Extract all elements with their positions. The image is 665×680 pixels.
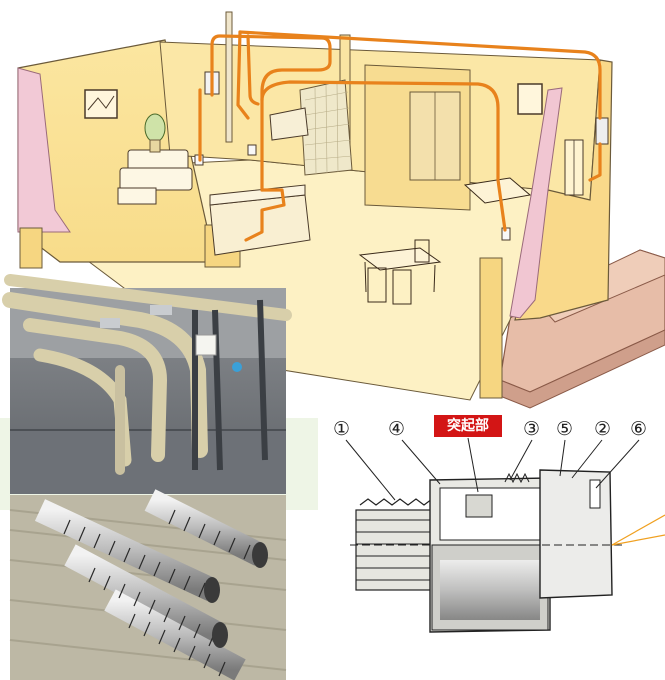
part-number-2: ② bbox=[594, 418, 612, 440]
right-wall-pink-edge bbox=[509, 87, 563, 319]
vent-pipe bbox=[225, 11, 233, 143]
plant bbox=[144, 113, 166, 153]
sofa bbox=[117, 149, 193, 205]
low-table bbox=[463, 177, 532, 204]
piping-installation-photo bbox=[2, 274, 292, 494]
left-wall-pink-edge bbox=[17, 67, 71, 233]
center-pillar bbox=[479, 257, 503, 399]
dining-table bbox=[358, 239, 442, 305]
house-cutaway bbox=[0, 11, 665, 510]
part-number-3: ③ bbox=[523, 418, 541, 440]
gas-meter bbox=[595, 117, 609, 145]
wall-outlet-2 bbox=[247, 144, 257, 156]
flexible-tube-photo bbox=[9, 489, 287, 680]
fitting-cross-section bbox=[345, 437, 665, 633]
part-number-4: ④ bbox=[388, 418, 406, 440]
part-number-1: ① bbox=[333, 418, 351, 440]
picture-frame-left bbox=[84, 89, 118, 119]
picture-frame-right bbox=[517, 83, 543, 115]
protrusion-callout: 突起部 bbox=[434, 415, 502, 437]
gas-pipe-network bbox=[198, 30, 602, 242]
tile-grid bbox=[304, 82, 353, 175]
left-pillar bbox=[19, 227, 43, 269]
bathtub bbox=[269, 107, 309, 141]
part-number-5: ⑤ bbox=[556, 418, 574, 440]
part-number-6: ⑥ bbox=[630, 418, 648, 440]
